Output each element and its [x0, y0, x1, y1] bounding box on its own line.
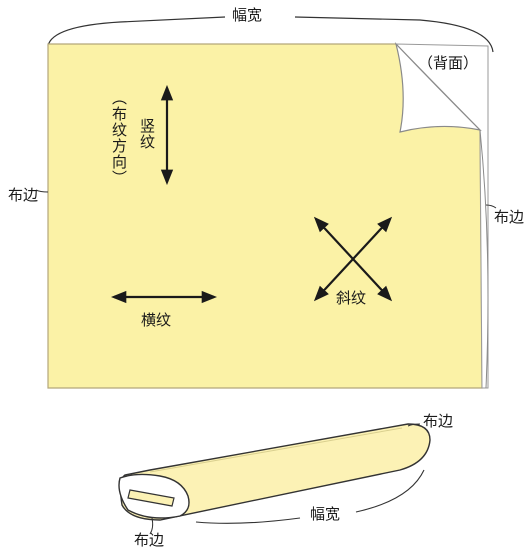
bolt-selvage-bottom-label: 布边: [134, 531, 165, 549]
fabric-bolt: [118, 423, 431, 521]
lengthwise-label: 竖纹: [138, 118, 156, 150]
selvage-right-edge: [479, 129, 489, 389]
bolt-top-edge: [149, 427, 403, 473]
grain-direction-label: （布纹方向）: [110, 90, 128, 186]
bias-label: 斜纹: [336, 289, 367, 307]
width-top-label: 幅宽: [232, 6, 263, 24]
crosswise-label: 横纹: [141, 311, 172, 329]
bolt-width-bracket: [195, 469, 425, 524]
selvage-left-label: 布边: [8, 186, 39, 204]
bolt-width-label: 幅宽: [310, 505, 341, 523]
bias-arrow-2: [313, 216, 393, 302]
selvage-right-leader: [485, 204, 497, 209]
bolt-selvage-top-leader: [407, 423, 421, 427]
back-side-label: （背面）: [418, 54, 479, 72]
folded-corner: [394, 41, 482, 133]
selvage-right-label: 布边: [494, 208, 525, 226]
bolt-selvage-bottom-leader: [149, 517, 154, 535]
bolt-end-slot: [127, 489, 175, 507]
selvage-left-leader: [35, 189, 49, 193]
bolt-selvage-top-label: 布边: [423, 412, 454, 430]
width-bracket-arc: [47, 16, 494, 53]
